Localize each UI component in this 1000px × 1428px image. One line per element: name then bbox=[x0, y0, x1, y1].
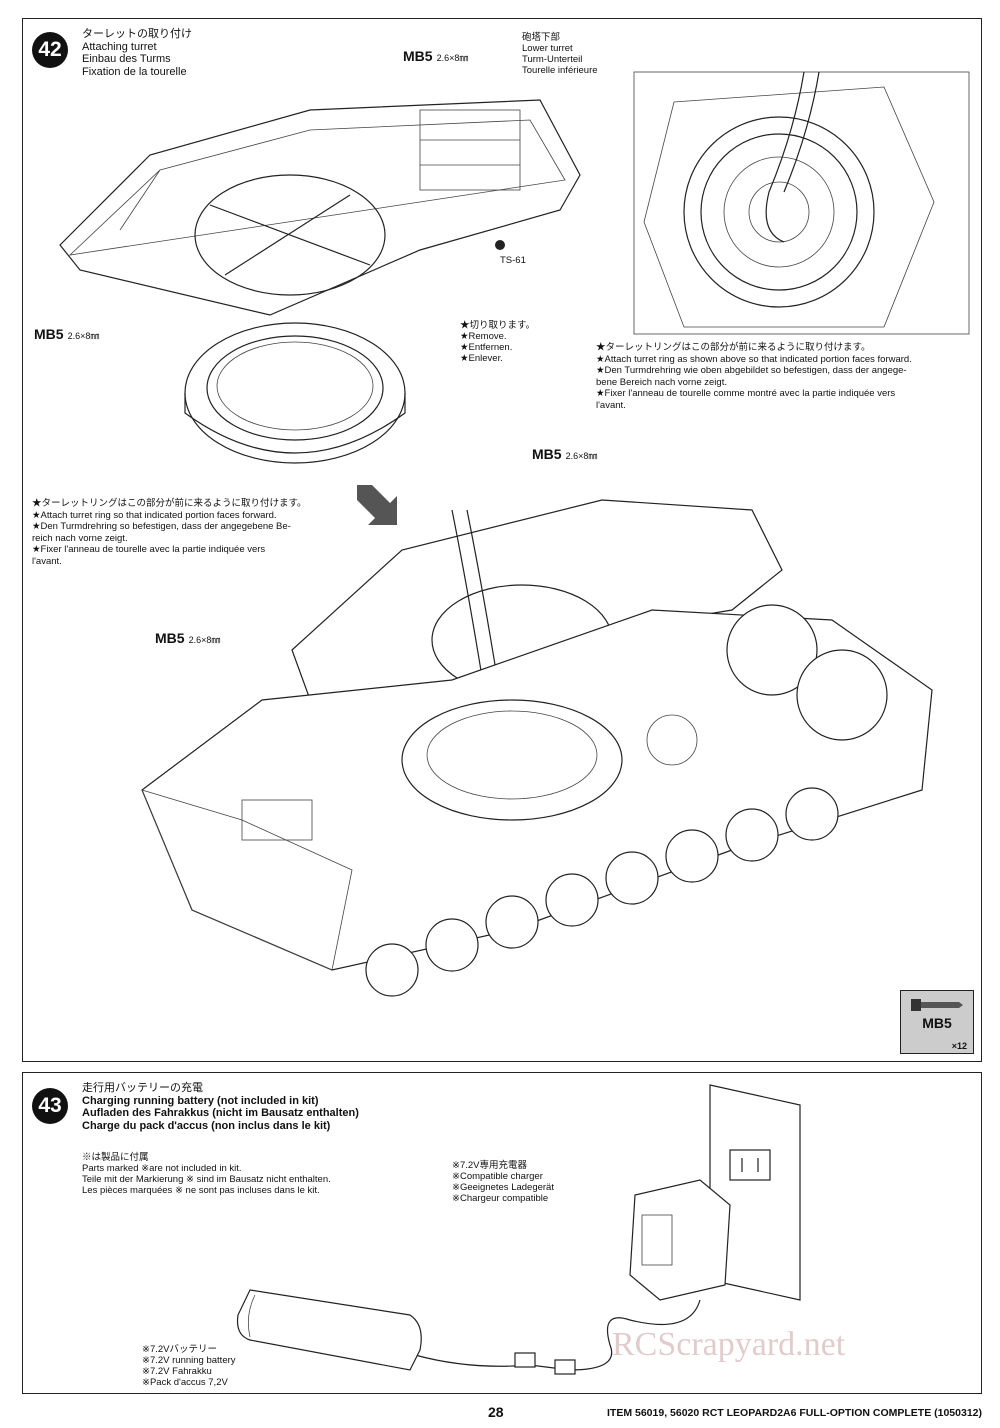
parts-quantity: ×12 bbox=[951, 1041, 967, 1051]
remove-note: ★切り取ります。 ★Remove. ★Entfernen. ★Enlever. bbox=[460, 320, 536, 364]
parts-box-mb5: MB5 ×12 bbox=[900, 990, 974, 1054]
direction-arrow bbox=[357, 485, 397, 525]
step-43-note: ※は製品に付属 Parts marked ※are not included i… bbox=[82, 1152, 331, 1196]
step-43-number: 43 bbox=[32, 1088, 68, 1124]
step-42-title: ターレットの取り付け Attaching turret Einbau des T… bbox=[82, 28, 192, 78]
page-number: 28 bbox=[488, 1404, 504, 1420]
step-42-number: 42 bbox=[32, 32, 68, 68]
lower-turret-label: 砲塔下部 Lower turret Turm-Unterteil Tourell… bbox=[522, 32, 598, 76]
battery-label: ※7.2Vバッテリー ※7.2V running battery ※7.2V F… bbox=[142, 1344, 236, 1388]
ts61-label: TS-61 bbox=[500, 255, 526, 266]
title-en: Attaching turret bbox=[82, 40, 157, 53]
turret-ring-closeup bbox=[633, 71, 970, 335]
lower-turret-illustration bbox=[59, 99, 581, 316]
step-43-title: 走行用バッテリーの充電 Charging running battery (no… bbox=[82, 1082, 359, 1132]
screw-icon bbox=[911, 999, 963, 1011]
step-43-panel bbox=[22, 1072, 982, 1394]
item-footer: ITEM 56019, 56020 RCT LEOPARD2A6 FULL-OP… bbox=[607, 1407, 982, 1419]
turret-ring-illustration bbox=[184, 322, 406, 464]
watermark: RCScrapyard.net bbox=[612, 1326, 846, 1363]
title-de: Einbau des Turms bbox=[82, 53, 171, 65]
parts-label: MB5 bbox=[922, 1015, 952, 1031]
tank-hull-illustration bbox=[141, 499, 933, 997]
charger-label: ※7.2V専用充電器 ※Compatible charger ※Geeignet… bbox=[452, 1160, 554, 1204]
turret-ring-note-right: ★ターレットリングはこの部分が前に来るように取り付けます。 ★Attach tu… bbox=[596, 342, 912, 411]
turret-ring-note-left: ★ターレットリングはこの部分が前に来るように取り付けます。 ★Attach tu… bbox=[32, 498, 307, 567]
title-fr: Fixation de la tourelle bbox=[82, 65, 187, 78]
charger-illustration bbox=[236, 1084, 801, 1375]
title-jp: ターレットの取り付け bbox=[82, 28, 192, 40]
